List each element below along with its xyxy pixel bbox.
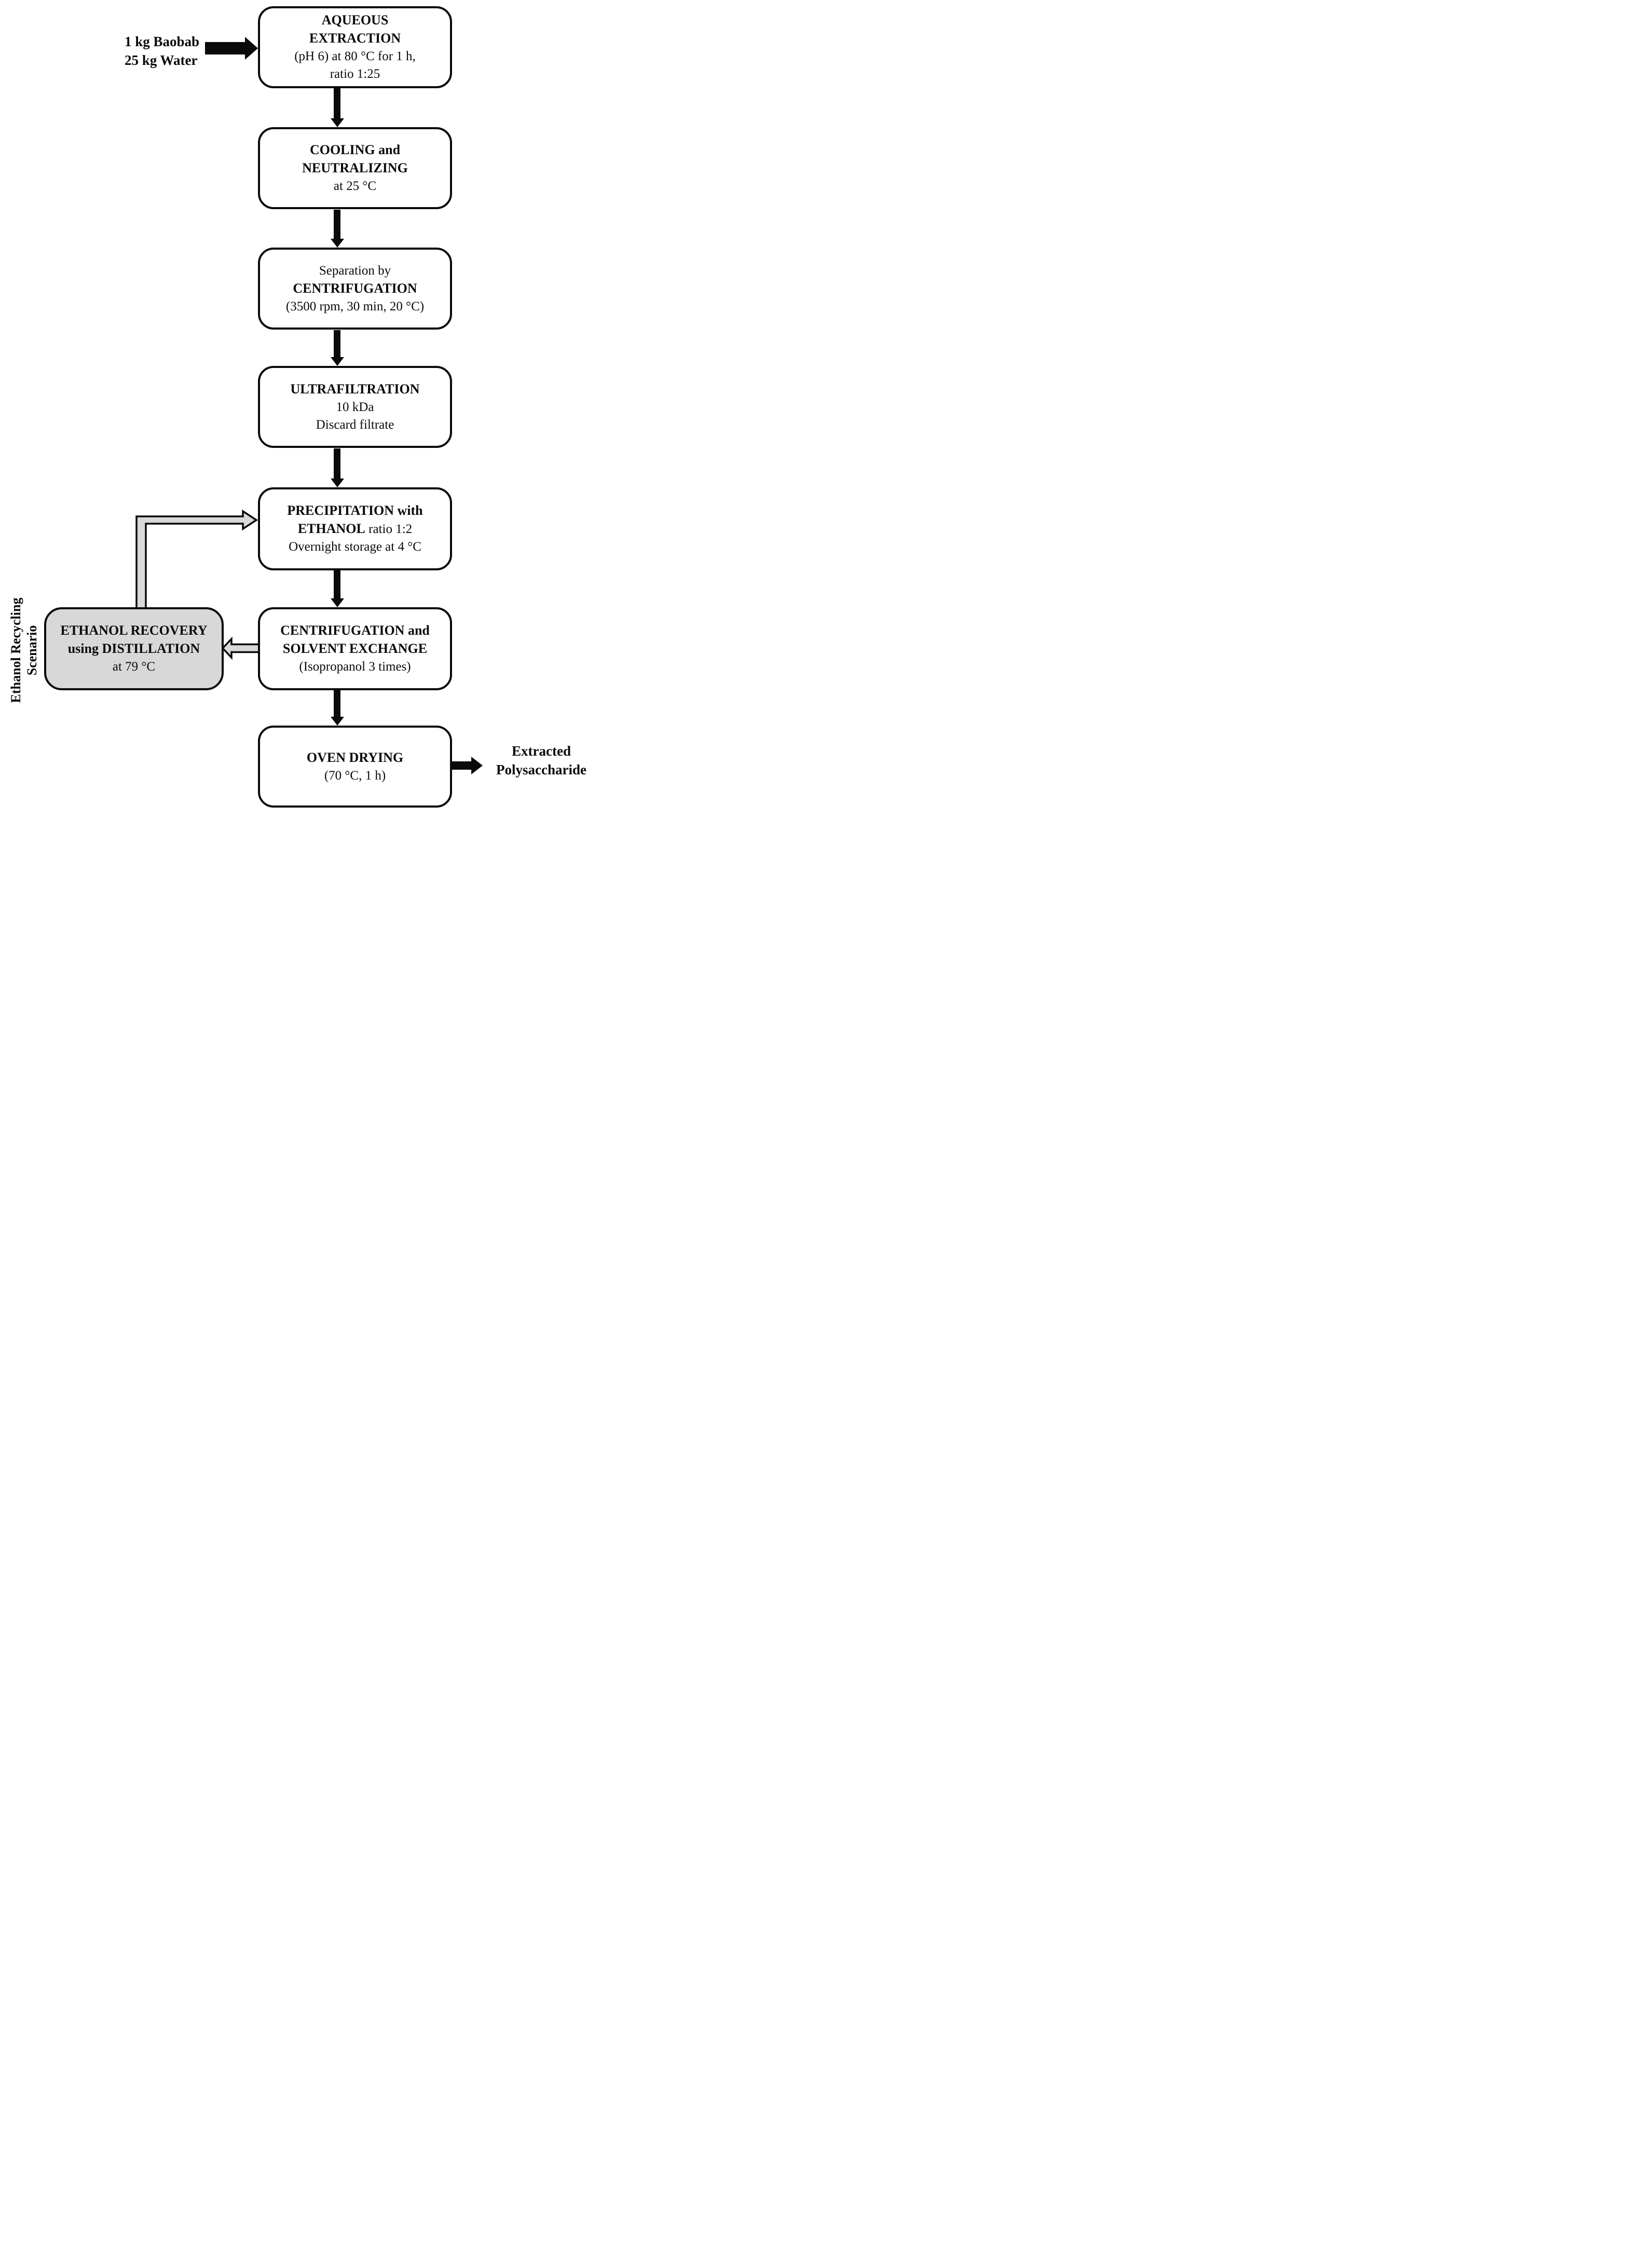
flow-arrow-6 (330, 690, 344, 726)
flow-arrow-head (330, 118, 344, 127)
box-title: OVEN DRYING (260, 749, 450, 767)
box-details: at 25 °C (333, 179, 377, 193)
box-text: Separation by CENTRIFUGATION (3500 rpm, … (260, 262, 450, 316)
flowchart-canvas: 1 kg Baobab 25 kg Water AQUEOUS EXTRACTI… (0, 0, 595, 816)
output-arrow (452, 757, 483, 774)
flow-arrow-head (330, 717, 344, 726)
process-box-centrifugation-solvent-exchange: CENTRIFUGATION and SOLVENT EXCHANGE (Iso… (258, 607, 452, 690)
flow-arrow-4 (330, 448, 344, 487)
box-title-bold: ETHANOL RECOVERY using DISTILLATION (60, 623, 208, 656)
flow-arrow-stem (334, 88, 340, 118)
flow-arrow-5 (330, 570, 344, 607)
box-title: AQUEOUS EXTRACTION (260, 11, 450, 48)
box-text: PRECIPITATION with ETHANOL ratio 1:2 Ove… (260, 502, 450, 556)
flow-arrow-stem (334, 690, 340, 717)
box-title: CENTRIFUGATION and SOLVENT EXCHANGE (260, 622, 450, 658)
flow-arrow-head (330, 357, 344, 366)
process-box-oven-drying: OVEN DRYING (70 °C, 1 h) (258, 726, 452, 808)
output-arrow-stem (452, 761, 471, 770)
box-details: 10 kDa Discard filtrate (316, 400, 394, 432)
flow-arrow-3 (330, 330, 344, 366)
input-arrow-stem (205, 42, 245, 54)
box-details: Overnight storage at 4 °C (289, 540, 421, 554)
flow-arrow-head (330, 239, 344, 248)
box-text: AQUEOUS EXTRACTION (pH 6) at 80 °C for 1… (260, 11, 450, 83)
box-details: (Isopropanol 3 times) (299, 660, 411, 674)
box-title-bold: CENTRIFUGATION (293, 280, 417, 296)
process-box-centrifugation-separation: Separation by CENTRIFUGATION (3500 rpm, … (258, 248, 452, 330)
input-arrow (205, 37, 258, 60)
flow-arrow-stem (334, 448, 340, 479)
process-box-ultrafiltration: ULTRAFILTRATION 10 kDa Discard filtrate (258, 366, 452, 448)
ethanol-recycling-scenario-label: Ethanol Recycling Scenario (8, 597, 39, 703)
box-title: COOLING and NEUTRALIZING (260, 141, 450, 177)
flow-arrow-head (330, 479, 344, 487)
process-box-precipitation-ethanol: PRECIPITATION with ETHANOL ratio 1:2 Ove… (258, 487, 452, 570)
box-text: CENTRIFUGATION and SOLVENT EXCHANGE (Iso… (260, 622, 450, 676)
box-text: ULTRAFILTRATION 10 kDa Discard filtrate (260, 380, 450, 434)
box-title: ULTRAFILTRATION (260, 380, 450, 399)
box-text: COOLING and NEUTRALIZING at 25 °C (260, 141, 450, 195)
box-title-bold: OVEN DRYING (306, 749, 404, 765)
flow-arrow-head (330, 598, 344, 607)
flow-arrow-stem (334, 210, 340, 239)
box-details: (70 °C, 1 h) (324, 768, 386, 783)
box-title: ETHANOL RECOVERY using DISTILLATION (46, 622, 222, 658)
box-title-suffix: ratio 1:2 (365, 522, 413, 536)
box-details: (pH 6) at 80 °C for 1 h, ratio 1:25 (294, 49, 416, 81)
input-arrow-head (245, 37, 258, 60)
box-title-bold: ULTRAFILTRATION (290, 381, 420, 397)
solvent-to-recovery-arrow (221, 636, 260, 660)
ethanol-recycle-elbow-arrow (135, 509, 258, 609)
box-text: ETHANOL RECOVERY using DISTILLATION at 7… (46, 622, 222, 676)
box-title-bold: PRECIPITATION with ETHANOL (287, 503, 423, 536)
process-box-cooling-neutralizing: COOLING and NEUTRALIZING at 25 °C (258, 127, 452, 209)
box-title: CENTRIFUGATION (260, 280, 450, 298)
box-pre-text: Separation by (319, 263, 391, 278)
box-title: PRECIPITATION with ETHANOL ratio 1:2 (260, 502, 450, 538)
box-title-bold: AQUEOUS EXTRACTION (309, 12, 401, 46)
flow-arrow-2 (330, 210, 344, 248)
box-title-bold: CENTRIFUGATION and SOLVENT EXCHANGE (280, 623, 430, 656)
box-details: (3500 rpm, 30 min, 20 °C) (285, 299, 425, 313)
flow-arrow-stem (334, 570, 340, 598)
process-box-ethanol-recovery: ETHANOL RECOVERY using DISTILLATION at 7… (44, 607, 224, 690)
process-box-aqueous-extraction: AQUEOUS EXTRACTION (pH 6) at 80 °C for 1… (258, 6, 452, 88)
flow-arrow-1 (330, 88, 344, 127)
box-title-bold: COOLING and NEUTRALIZING (302, 142, 408, 175)
box-text: OVEN DRYING (70 °C, 1 h) (260, 749, 450, 785)
output-arrow-head (471, 757, 483, 774)
output-product-label: Extracted Polysaccharide (496, 743, 586, 777)
box-details: at 79 °C (112, 660, 156, 674)
flow-arrow-stem (334, 330, 340, 357)
input-material-label: 1 kg Baobab 25 kg Water (125, 34, 200, 68)
